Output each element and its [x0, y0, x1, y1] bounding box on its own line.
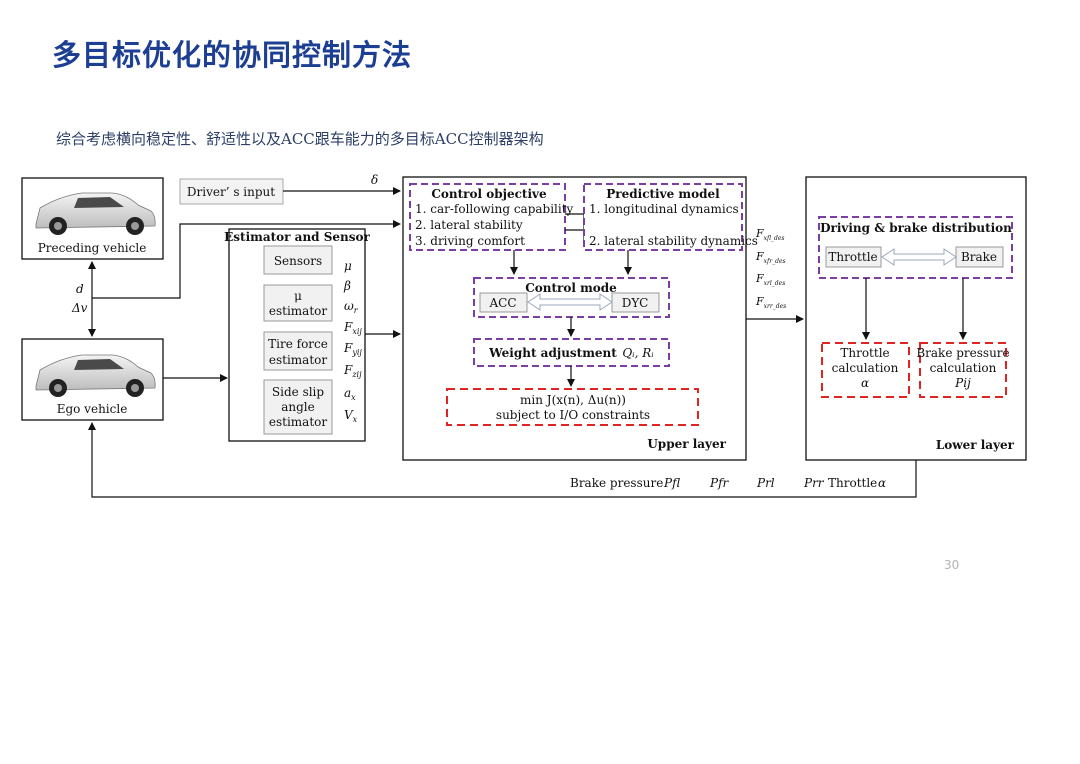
feedback-labels: Brake pressure Pfl Pfr Prl Prr Throttle … [570, 476, 886, 490]
delta-v-label: Δv [71, 301, 88, 315]
weight-adjustment-box [473, 338, 670, 367]
acc-mode-label: ACC [488, 296, 516, 310]
estimator-title: Estimator and Sensor [224, 230, 370, 244]
estimator-output-2: ωr [344, 299, 359, 315]
relative-state-arrow [92, 220, 401, 299]
estimator-output-0: μ [344, 259, 352, 273]
page-subtitle: 综合考虑横向稳定性、舒适性以及ACC跟车能力的多目标ACC控制器架构 [56, 130, 544, 148]
estimator-sensor-box: Estimator and Sensor Sensors μ estimator… [224, 228, 371, 442]
brake-label: Brake [961, 250, 997, 264]
lower-layer-label: Lower layer [936, 438, 1015, 452]
feedback-alpha-label: α [878, 476, 886, 490]
desired-force-3: Fxrr_des [755, 295, 786, 310]
desired-force-0: Fxfl_des [755, 227, 785, 242]
estimator-output-6: ax [344, 386, 356, 402]
actuator-feedback-arrow [88, 422, 917, 498]
mu-estimator-line2: estimator [269, 304, 328, 318]
brake-calculation-box [919, 342, 1007, 398]
sensors-label: Sensors [274, 254, 322, 268]
driver-input-label: Driver’ s input [187, 185, 275, 199]
control-objective-item-1: 1. car-following capability [415, 202, 574, 216]
estimator-output-5: Fzij [343, 363, 362, 379]
predictive-model-box [583, 183, 743, 251]
ego-car-image [35, 354, 156, 397]
tire-force-line1: Tire force [268, 337, 328, 351]
throttle-calc-line2: calculation [832, 361, 899, 375]
upper-layer-label: Upper layer [647, 437, 726, 451]
mu-estimator-line1: μ [294, 289, 302, 303]
tire-force-line2: estimator [269, 353, 328, 367]
predictive-model-item-1: 1. longitudinal dynamics [589, 202, 739, 216]
ego-vehicle-box: Ego vehicle [21, 338, 164, 421]
ego-vehicle-label: Ego vehicle [57, 402, 128, 416]
brake-calc-line2: calculation [930, 361, 997, 375]
p-fr-label: Pfr [709, 476, 730, 490]
control-objective-item-3: 3. driving comfort [415, 234, 525, 248]
throttle-calc-var: α [861, 376, 869, 390]
estimator-output-4: Fyij [343, 341, 362, 357]
optimization-line2: subject to I/O constraints [496, 408, 650, 422]
weight-adjustment-label: Weight adjustment [488, 346, 617, 360]
preceding-vehicle-label: Preceding vehicle [38, 241, 147, 255]
optimization-box [446, 388, 699, 426]
side-slip-line3: estimator [269, 415, 328, 429]
brake-calc-line1: Brake pressure [916, 346, 1009, 360]
throttle-label: Throttle [828, 250, 877, 264]
control-objective-box [409, 183, 566, 251]
p-rr-label: Prr [803, 476, 825, 490]
feedback-throttle-label: Throttle [828, 476, 877, 490]
predictive-model-title: Predictive model [606, 187, 720, 201]
brake-pressure-label: Brake pressure [570, 476, 663, 490]
preceding-vehicle-box: Preceding vehicle [21, 177, 164, 260]
p-rl-label: Prl [756, 476, 775, 490]
side-slip-line2: angle [281, 400, 315, 414]
upper-layer-box: Control objective 1. car-following capab… [402, 176, 758, 461]
page-title: 多目标优化的协同控制方法 [52, 38, 413, 72]
control-objective-item-2: 2. lateral stability [415, 218, 523, 232]
dyc-mode-label: DYC [622, 296, 649, 310]
estimator-output-3: Fxij [343, 320, 362, 336]
control-objective-title: Control objective [431, 187, 547, 201]
throttle-brake-switch-arrow [881, 248, 957, 266]
page-number: 30 [944, 558, 960, 572]
p-fl-label: Pfl [663, 476, 680, 490]
distribution-title: Driving & brake distribution [820, 221, 1012, 235]
side-slip-line1: Side slip [272, 385, 324, 399]
estimator-output-7: Vx [344, 408, 358, 424]
desired-force-2: Fxrl_des [755, 272, 785, 287]
desired-force-1: Fxfr_des [755, 250, 786, 265]
preceding-car-image [35, 192, 156, 235]
throttle-calculation-box [821, 342, 910, 398]
predictive-model-item-2: 2. lateral stability dynamics [589, 234, 758, 248]
brake-calc-var: Pij [954, 376, 971, 390]
driver-input-box: Driver’ s input [179, 178, 284, 205]
estimator-output-1: β [343, 279, 351, 293]
weight-adjustment-vars: Qᵢ, Rᵢ [622, 346, 654, 360]
acc-dyc-switch-arrow [527, 293, 613, 311]
distance-d-label: d [76, 282, 84, 296]
throttle-calc-line1: Throttle [840, 346, 889, 360]
delta-steering-label: δ [371, 173, 378, 187]
control-mode-title: Control mode [525, 281, 617, 295]
optimization-line1: min J(x(n), Δu(n)) [520, 393, 626, 407]
lower-layer-box: Driving & brake distribution Throttle Br… [805, 176, 1027, 461]
